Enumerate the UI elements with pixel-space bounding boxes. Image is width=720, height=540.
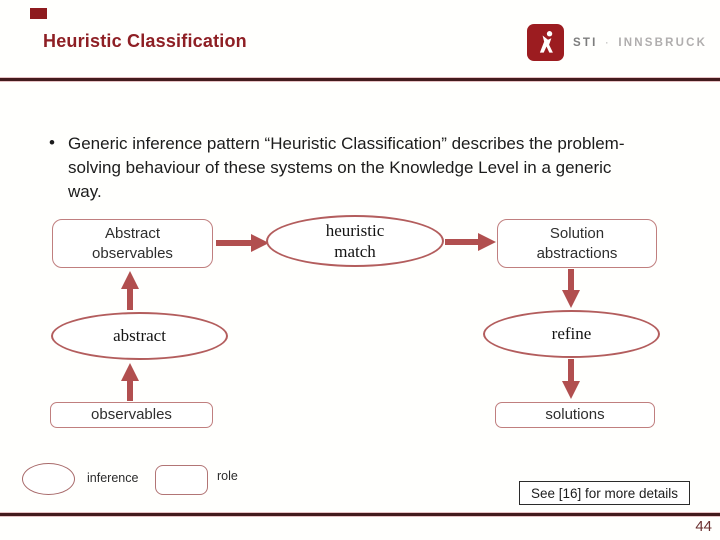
node-refine: refine — [483, 310, 660, 358]
page-number: 44 — [695, 518, 712, 535]
bullet-marker: • — [49, 133, 55, 152]
node-observables: observables — [50, 402, 213, 428]
legend-role-label: role — [217, 469, 238, 483]
sti-innsbruck-logo: STI · INNSBRUCK — [527, 24, 707, 61]
node-solution-abstractions: Solution abstractions — [497, 219, 657, 268]
node-abstract-observables: Abstract observables — [52, 219, 213, 268]
logo-separator: · — [604, 36, 611, 49]
legend-inference-shape — [22, 463, 75, 495]
legend-role-shape — [155, 465, 208, 495]
node-heuristic-match: heuristic match — [266, 215, 444, 267]
arrow-abstract-up — [121, 271, 139, 310]
arrow-solution-down — [562, 269, 580, 308]
bullet-text: Generic inference pattern “Heuristic Cla… — [68, 134, 625, 201]
logo-brand: STI — [573, 36, 598, 49]
sti-runner-icon — [527, 24, 564, 61]
arrow-refine-down — [562, 359, 580, 399]
page-title: Heuristic Classification — [43, 31, 247, 51]
arrow-observables-up — [121, 363, 139, 401]
corner-accent-mark — [30, 8, 47, 19]
footer-divider — [0, 512, 720, 517]
legend-inference-label: inference — [87, 471, 139, 485]
arrow-observables-to-match — [216, 234, 269, 252]
node-abstract: abstract — [51, 312, 228, 360]
node-solutions: solutions — [495, 402, 655, 428]
reference-note: See [16] for more details — [519, 481, 690, 505]
logo-name: INNSBRUCK — [618, 36, 708, 49]
header-divider — [0, 77, 720, 82]
arrow-match-to-solutions — [445, 233, 496, 251]
logo-text: STI · INNSBRUCK — [573, 37, 707, 49]
